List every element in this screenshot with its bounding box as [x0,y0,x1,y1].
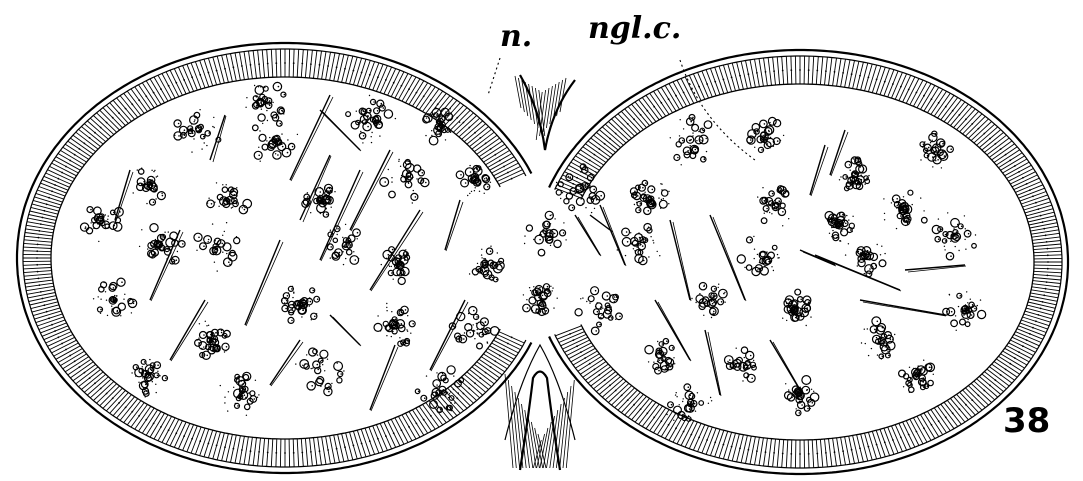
spicule [811,147,828,196]
spicule [271,342,303,386]
cell-cluster [139,224,185,264]
spicule [210,115,225,160]
cell-cluster [469,246,504,282]
spicule [371,347,398,411]
cell-cluster [415,366,463,413]
spicule [670,220,690,300]
spicule [246,242,283,326]
cell-cluster [757,186,789,227]
cell-cluster [725,347,757,382]
cell-cluster [645,339,676,375]
spicule [803,252,836,266]
spicule [445,200,460,250]
spicule [350,150,390,230]
spicule [323,112,361,151]
spicule [713,217,746,301]
cell-cluster [899,360,935,393]
cell-cluster [174,109,221,153]
spicule [351,152,393,231]
label-nucleus: n. [500,22,532,52]
label-leader-lines [488,58,755,160]
spicule [446,202,463,251]
cell-cluster [194,223,240,271]
spicule [815,255,900,290]
spicule [831,132,848,176]
cell-cluster [747,117,785,152]
spicule [170,300,205,360]
spicule [860,300,945,315]
spicule [115,170,130,220]
cell-cluster [523,284,558,316]
cell-cluster [346,95,396,144]
spicule [270,340,300,385]
spicule [431,302,468,371]
spicule [830,130,845,175]
spicule [575,215,600,255]
spicule [773,342,801,391]
cell-cluster [281,286,319,324]
spicule [370,345,395,410]
spicule [320,170,360,260]
cell-cluster [253,115,299,162]
cell-cluster [737,236,780,276]
cell-cluster [825,212,854,242]
cell-cluster [327,224,360,266]
cell-cluster [195,321,231,360]
spicule [800,250,835,265]
cell-cluster [670,115,712,166]
spicule [578,217,601,256]
cell-cluster [845,243,886,277]
spicule [603,207,626,266]
cell-cluster [220,372,260,416]
cell-cluster [782,289,812,326]
cell-cluster [456,165,491,196]
cell-cluster [630,180,669,214]
spicule [600,205,625,265]
cell-cluster [133,168,166,206]
spicule [370,210,420,290]
spicule [245,240,280,325]
cell-cluster [245,82,285,124]
outer-wall-0 [17,43,531,473]
cell-cluster [93,278,137,316]
cell-cluster [861,317,896,360]
cell-cluster [374,303,415,347]
spicule [116,172,133,221]
spicule [770,340,800,390]
cell-cluster [932,212,976,260]
spicule [291,97,333,181]
spicules [115,95,966,411]
spicule [708,332,721,396]
spicule [333,317,361,346]
spicule [863,302,946,316]
cell-cluster [883,190,927,229]
cell-cluster [920,131,953,169]
spicule [371,212,423,291]
label-nucleus-glandular-cell: ngl.c. [588,14,681,44]
cell-cluster [943,291,986,331]
cell-cluster [380,159,429,204]
cell-wall [17,43,1068,474]
cell-cluster [207,182,252,223]
cell-cluster [295,348,345,396]
cell-cluster [524,211,567,256]
spicule [673,222,691,301]
figure-number: 38 [1003,404,1050,438]
spicule [705,330,720,395]
leader-nucleus [488,58,500,95]
cell-cluster [691,283,727,319]
cell-cluster [666,384,712,421]
spicule [213,116,226,162]
cell-clusters [81,82,986,421]
cell-cluster [839,157,870,191]
cell-cluster [785,376,819,416]
cell-cluster [131,359,167,398]
spicule [810,145,825,195]
